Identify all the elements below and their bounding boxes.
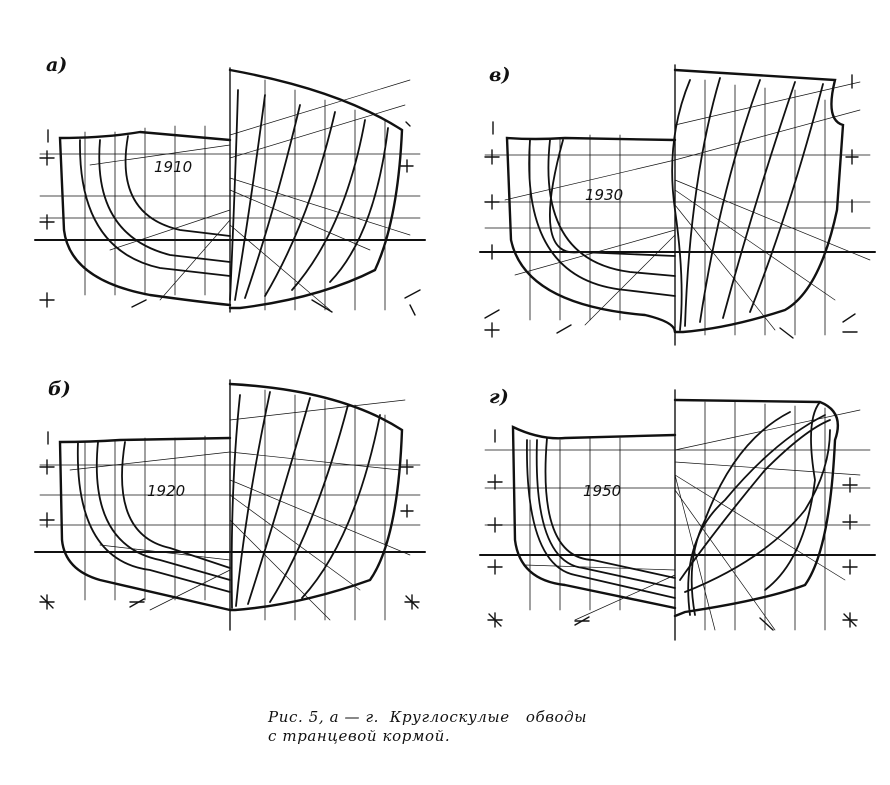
panel-b: б) 1920 <box>30 370 430 640</box>
panel-g-label: г) <box>489 386 509 408</box>
panel-v-label: в) <box>489 64 511 86</box>
panel-a: а) 1910 <box>30 50 430 330</box>
figure-caption: Рис. 5, а — г. Круглоскулые обводы с тра… <box>268 708 587 746</box>
body-plan-drawing-b <box>34 379 426 631</box>
panel-g-year: 1950 <box>583 482 622 500</box>
caption-line-1: Рис. 5, а — г. Круглоскулые обводы <box>268 708 588 726</box>
panel-g: г) 1950 <box>475 380 880 650</box>
panel-v: в) 1930 <box>475 60 880 350</box>
panel-b-year: 1920 <box>147 482 186 500</box>
caption-line-2: с транцевой кормой. <box>268 727 451 745</box>
body-plan-drawing-g <box>479 389 876 641</box>
panel-a-label: а) <box>46 54 68 76</box>
panel-a-year: 1910 <box>154 158 193 176</box>
body-plan-drawing-a <box>34 67 426 316</box>
body-plan-drawing-v <box>479 64 876 346</box>
panel-v-year: 1930 <box>585 186 624 204</box>
panel-b-label: б) <box>48 378 71 400</box>
